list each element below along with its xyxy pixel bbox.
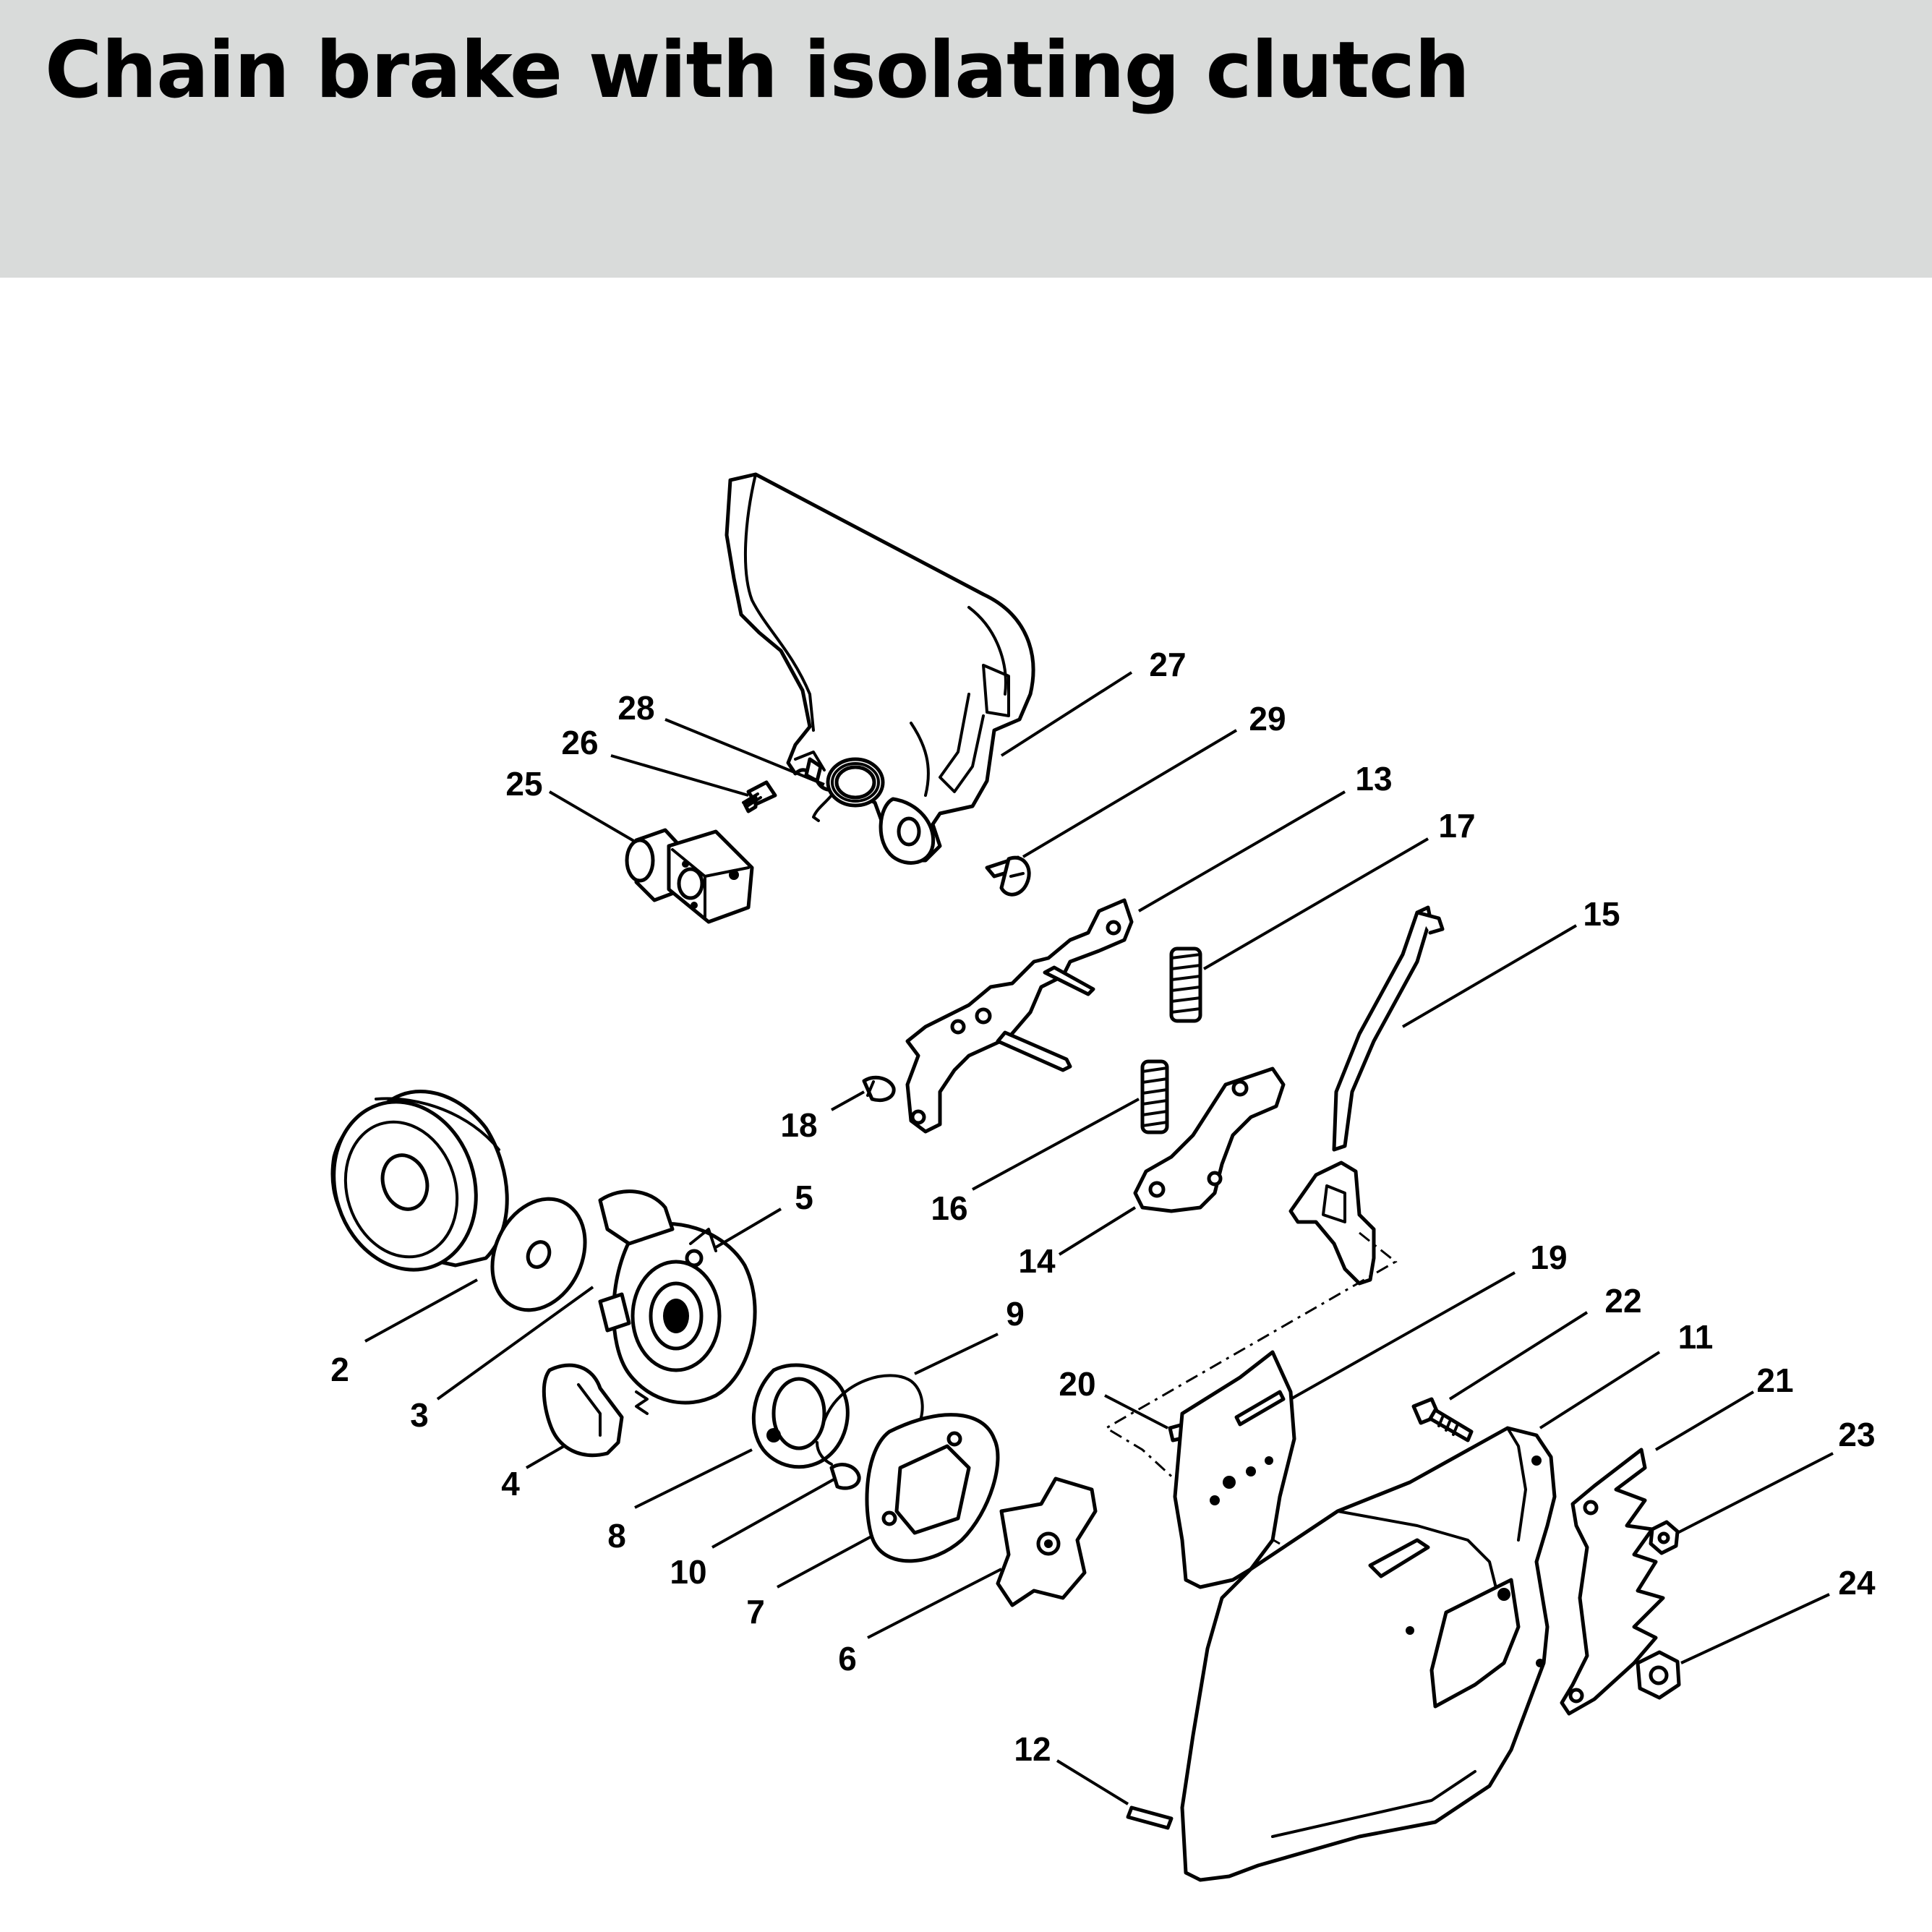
retainer-drawing <box>751 1363 850 1469</box>
svg-text:18: 18 <box>780 1106 817 1144</box>
callout-13: 13 <box>1137 760 1393 912</box>
guide-plate-drawing <box>1173 1350 1296 1589</box>
brake-rod-drawing <box>1288 905 1445 1286</box>
callout-29: 29 <box>1022 700 1286 858</box>
callout-8: 8 <box>607 1448 753 1555</box>
svg-text:20: 20 <box>1059 1365 1095 1403</box>
page-title: Chain brake with isolating clutch <box>45 25 1470 116</box>
clutch-drum-drawing <box>330 1090 509 1272</box>
callout-19: 19 <box>1290 1239 1568 1401</box>
callout-2: 2 <box>330 1278 478 1388</box>
spring-17-drawing <box>1169 946 1202 1023</box>
header-bar: Chain brake with isolating clutch <box>0 0 1932 278</box>
svg-text:7: 7 <box>746 1593 765 1630</box>
callout-27: 27 <box>1000 646 1187 757</box>
callout-21: 21 <box>1654 1362 1794 1451</box>
svg-text:10: 10 <box>670 1553 706 1591</box>
callout-6: 6 <box>838 1568 1002 1677</box>
callout-18: 18 <box>780 1090 865 1144</box>
svg-text:13: 13 <box>1355 760 1392 798</box>
callout-9: 9 <box>914 1295 1025 1375</box>
svg-text:23: 23 <box>1838 1416 1875 1453</box>
hand-guard-drawing <box>724 472 1035 865</box>
callout-10: 10 <box>670 1477 836 1591</box>
svg-text:22: 22 <box>1604 1282 1641 1320</box>
callout-14: 14 <box>1018 1206 1137 1280</box>
svg-text:14: 14 <box>1018 1242 1056 1280</box>
callout-20: 20 <box>1059 1365 1168 1429</box>
pin-drawing <box>1126 1805 1174 1830</box>
spring-16-drawing <box>1140 1059 1169 1134</box>
svg-text:5: 5 <box>795 1179 813 1216</box>
callout-3: 3 <box>410 1286 594 1434</box>
bearing-bushing-drawing <box>625 828 754 924</box>
cover-plate-drawing <box>865 1413 1000 1563</box>
screw-22-drawing <box>1411 1397 1474 1442</box>
bumper-spike-drawing <box>1560 1448 1665 1716</box>
svg-text:24: 24 <box>1838 1564 1876 1602</box>
washer-drawing <box>490 1197 587 1312</box>
callout-5: 5 <box>714 1179 813 1249</box>
screw-18-drawing <box>862 1075 896 1103</box>
svg-text:8: 8 <box>607 1517 626 1555</box>
callout-26: 26 <box>561 724 749 797</box>
callout-24: 24 <box>1680 1564 1876 1664</box>
callout-12: 12 <box>1014 1730 1129 1805</box>
clutch-shoe-drawing <box>542 1363 649 1458</box>
spring-ring-drawing <box>816 1374 924 1466</box>
screw-26-drawing <box>742 780 777 813</box>
callout-22: 22 <box>1448 1282 1642 1401</box>
svg-text:17: 17 <box>1438 807 1475 845</box>
callout-11: 11 <box>1539 1318 1714 1429</box>
callout-28: 28 <box>617 689 825 786</box>
bracket-drawing <box>905 898 1134 1134</box>
svg-text:26: 26 <box>561 724 598 761</box>
svg-text:25: 25 <box>505 765 542 803</box>
callout-23: 23 <box>1677 1416 1876 1534</box>
svg-text:4: 4 <box>501 1465 520 1503</box>
carrier-drawing <box>996 1476 1098 1607</box>
svg-text:11: 11 <box>1678 1318 1714 1356</box>
svg-text:12: 12 <box>1014 1730 1051 1768</box>
clutch-assembly-drawing <box>598 1189 757 1405</box>
svg-text:6: 6 <box>838 1640 857 1677</box>
sprocket-cover-drawing <box>1180 1426 1557 1882</box>
callout-16: 16 <box>931 1098 1140 1227</box>
svg-text:19: 19 <box>1530 1239 1567 1276</box>
torsion-spring-drawing <box>812 757 885 822</box>
svg-text:9: 9 <box>1006 1295 1025 1333</box>
svg-text:29: 29 <box>1249 700 1286 738</box>
svg-text:21: 21 <box>1756 1362 1793 1399</box>
callout-4: 4 <box>501 1445 565 1503</box>
svg-text:28: 28 <box>617 689 654 727</box>
callout-7: 7 <box>746 1535 872 1630</box>
svg-text:16: 16 <box>931 1189 967 1227</box>
svg-text:27: 27 <box>1149 646 1186 683</box>
svg-text:3: 3 <box>410 1396 429 1434</box>
collar-nut-drawing <box>1636 1650 1681 1700</box>
callout-17: 17 <box>1202 807 1476 970</box>
svg-text:2: 2 <box>330 1351 349 1388</box>
svg-text:15: 15 <box>1583 895 1620 933</box>
callout-15: 15 <box>1401 895 1620 1028</box>
screw-29-drawing <box>985 855 1031 897</box>
callout-25: 25 <box>505 765 638 844</box>
screw-10-drawing <box>829 1463 861 1490</box>
nut-23-drawing <box>1649 1520 1680 1555</box>
lever-drawing <box>1133 1067 1286 1213</box>
